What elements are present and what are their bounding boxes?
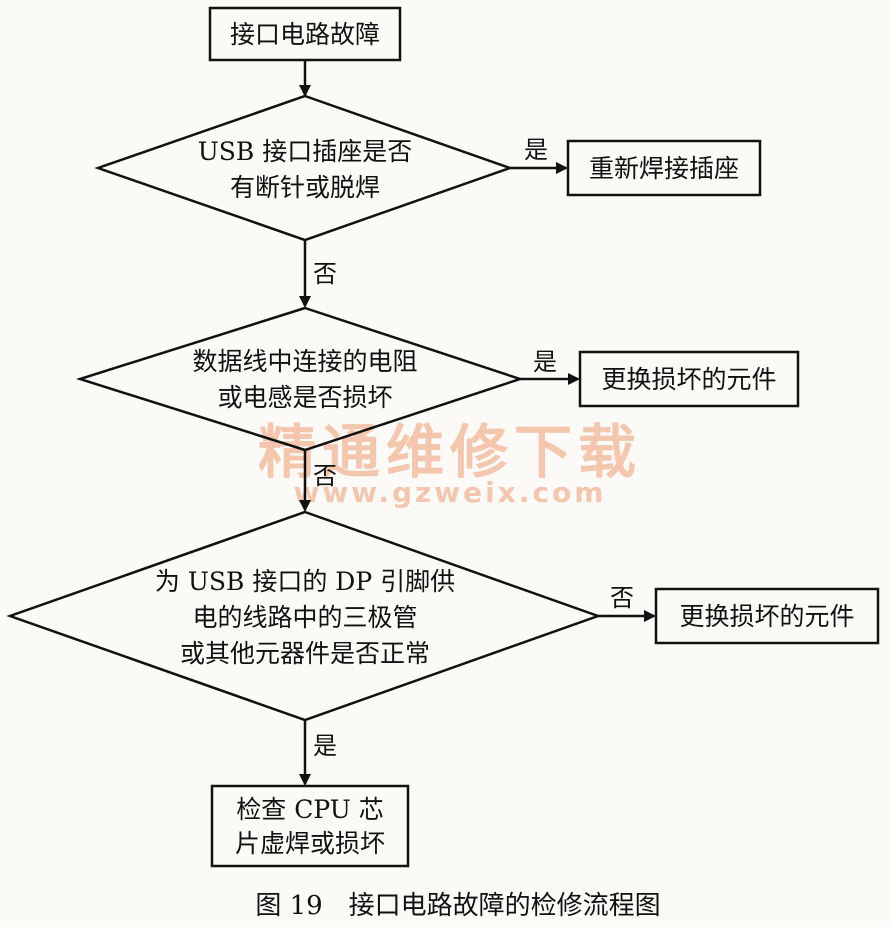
edge-label-q2-no: 否 [313,462,337,490]
edge-label-q2-yes: 是 [533,348,557,376]
end-node-line-1: 检查 CPU 芯 [236,795,383,824]
start-node-label: 接口电路故障 [230,20,380,49]
end-node-line-2: 片虚焊或损坏 [235,829,385,858]
figure-caption: 图 19 接口电路故障的检修流程图 [255,891,660,921]
edge-label-q1-no: 否 [313,260,337,288]
decision-1: USB 接口插座是否 有断针或脱焊 [94,94,514,242]
action-3: 更换损坏的元件 [654,587,880,645]
watermark: 精通维修下载 www.gzweix.com [258,418,642,509]
decision-3: 为 USB 接口的 DP 引脚供 电的线路中的三极管 或其他元器件是否正常 [6,510,602,722]
edge-label-q1-yes: 是 [524,136,548,164]
start-node: 接口电路故障 [208,6,402,62]
decision-1-line-1: USB 接口插座是否 [198,137,413,166]
action-1-label: 重新焊接插座 [589,154,739,183]
decision-3-line-3: 或其他元器件是否正常 [180,639,430,668]
decision-2-line-1: 数据线中连接的电阻 [192,347,417,376]
decision-3-line-2: 电的线路中的三极管 [192,603,417,632]
action-3-label: 更换损坏的元件 [679,602,854,631]
watermark-url: www.gzweix.com [294,476,607,509]
action-2-label: 更换损坏的元件 [601,365,776,394]
edge-label-q3-yes: 是 [313,732,337,760]
decision-2-line-2: 或电感是否损坏 [217,383,392,412]
end-node: 检查 CPU 芯 片虚焊或损坏 [210,784,410,868]
decision-2: 数据线中连接的电阻 或电感是否损坏 [75,306,524,452]
decision-3-line-1: 为 USB 接口的 DP 引脚供 [155,567,455,596]
action-1: 重新焊接插座 [566,139,762,197]
watermark-title: 精通维修下载 [258,418,642,486]
action-2: 更换损坏的元件 [578,350,800,408]
edge-label-q3-no: 否 [610,584,634,612]
decision-1-line-2: 有断针或脱焊 [230,173,380,202]
